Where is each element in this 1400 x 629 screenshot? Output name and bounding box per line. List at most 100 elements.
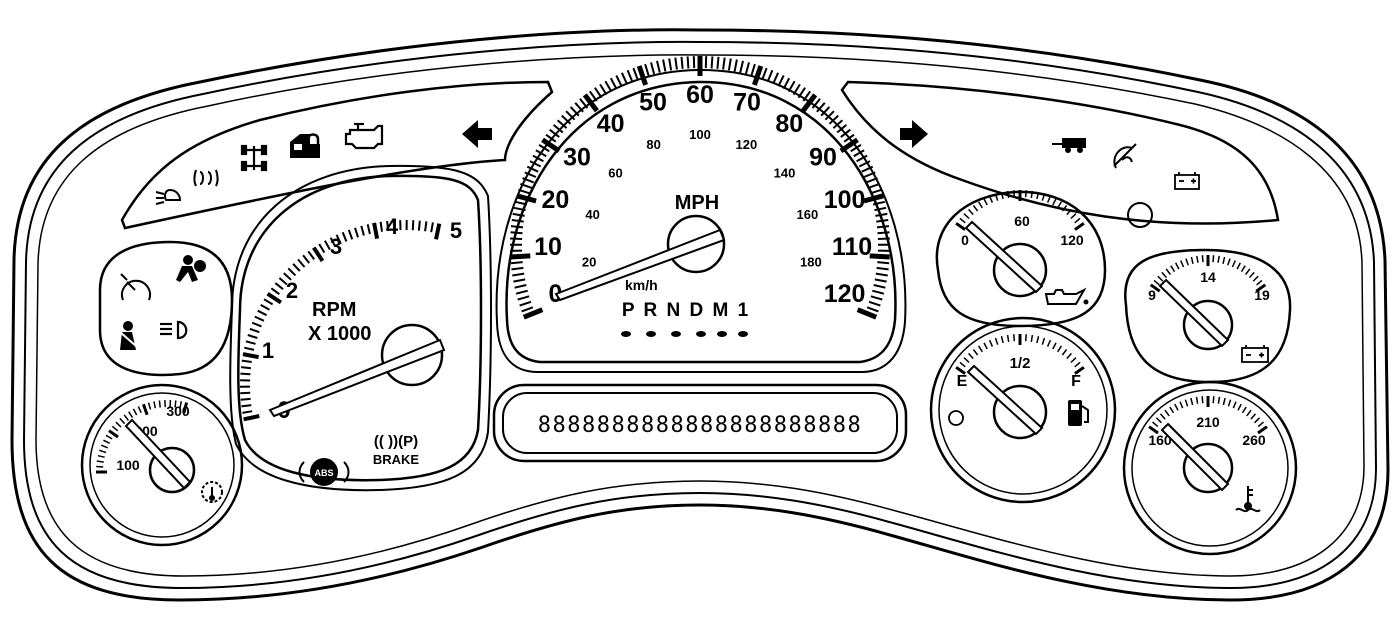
major-tick [1075, 223, 1084, 229]
speedo-unit-mph: MPH [675, 192, 719, 214]
minor-tick [778, 75, 783, 86]
minor-tick [1197, 397, 1198, 404]
minor-tick [275, 283, 283, 289]
minor-tick [878, 239, 890, 240]
minor-tick [877, 226, 889, 227]
major-tick [244, 416, 260, 419]
oil-pressure-gauge: 0 60 120 [956, 190, 1087, 304]
minor-tick [1014, 190, 1015, 197]
minor-tick [355, 228, 358, 238]
minor-tick [964, 358, 969, 363]
minor-tick [762, 68, 766, 79]
speedo-unit-kmh: km/h [625, 277, 658, 293]
minor-tick [1242, 266, 1246, 272]
minor-tick [250, 329, 259, 332]
minor-tick [784, 78, 790, 89]
coolant-temp-icon [1236, 486, 1260, 511]
minor-tick [343, 232, 347, 241]
minor-tick [308, 251, 314, 259]
minor-tick [611, 78, 617, 89]
brake-warning-label: BRAKE [373, 452, 420, 467]
minor-tick [1243, 407, 1247, 413]
minor-tick [595, 88, 602, 98]
minor-tick [255, 317, 264, 321]
minor-tick [518, 296, 530, 299]
minor-tick [513, 279, 525, 281]
speedometer: 0102030405060708090100110120 20406080100… [510, 56, 890, 337]
trans-temp-label-300: 300 [166, 403, 190, 419]
minor-tick [303, 255, 309, 263]
minor-tick [1191, 257, 1193, 264]
major-tick [374, 223, 377, 239]
minor-tick [101, 445, 108, 448]
minor-tick [512, 274, 524, 276]
minor-tick [773, 73, 778, 84]
minor-tick [511, 262, 523, 263]
minor-tick [622, 73, 627, 84]
minor-tick [240, 393, 250, 394]
minor-tick [996, 338, 998, 345]
speedo-kmh-label-160: 160 [797, 207, 819, 222]
minor-tick [866, 178, 877, 182]
minor-tick [1002, 336, 1004, 343]
minor-tick [979, 202, 983, 208]
minor-tick [869, 302, 880, 306]
speedo-mph-label-90: 90 [809, 144, 837, 172]
minor-tick [520, 302, 531, 306]
minor-tick [1202, 396, 1203, 403]
minor-tick [1062, 349, 1066, 355]
minor-tick [1162, 272, 1167, 277]
minor-tick [1031, 335, 1032, 342]
fuel-gauge: E 1/2 F [949, 334, 1088, 438]
minor-tick [1053, 343, 1056, 349]
minor-tick [240, 374, 250, 375]
minor-tick [120, 418, 125, 423]
minor-tick [319, 244, 324, 253]
minor-tick [1253, 276, 1258, 281]
minor-tick [246, 341, 256, 344]
minor-tick [1181, 261, 1184, 268]
minor-tick [973, 349, 977, 355]
headlamp-icon [156, 190, 180, 204]
minor-tick [1067, 353, 1072, 358]
minor-tick [154, 401, 155, 408]
major-tick [243, 354, 259, 357]
minor-tick [875, 214, 887, 216]
minor-tick [1247, 410, 1251, 416]
right-turn-signal-icon [900, 120, 928, 148]
speedo-kmh-label-180: 180 [800, 255, 822, 270]
minor-tick [97, 461, 104, 462]
minor-tick [1071, 358, 1076, 363]
minor-tick [1180, 402, 1183, 408]
minor-tick [990, 340, 993, 346]
minor-tick [511, 268, 523, 270]
minor-tick [1186, 259, 1188, 266]
minor-tick [522, 307, 533, 311]
minor-tick [960, 218, 965, 223]
major-tick [143, 404, 147, 414]
speedo-kmh-label-100: 100 [689, 127, 711, 142]
minor-tick [271, 288, 279, 294]
minor-tick [1250, 272, 1255, 277]
minor-tick [1233, 402, 1236, 408]
tach-label-2: 2 [286, 278, 298, 303]
minor-tick [1154, 280, 1159, 285]
gear-indicator-dots [621, 331, 748, 337]
minor-tick [651, 62, 654, 74]
speedo-mph-label-50: 50 [639, 88, 667, 116]
minor-tick [1166, 269, 1170, 275]
speedo-mph-label-120: 120 [824, 280, 866, 308]
brake-symbol: (( ))(P) [374, 433, 418, 450]
minor-tick [129, 412, 133, 418]
fog-lamp-icon [195, 170, 218, 186]
speedo-kmh-label-60: 60 [608, 166, 622, 181]
minor-tick [616, 75, 621, 86]
minor-tick [1251, 414, 1256, 419]
minor-tick [264, 299, 273, 304]
minor-tick [878, 232, 890, 233]
minor-tick [874, 285, 886, 288]
minor-tick [510, 239, 522, 240]
minor-tick [1185, 400, 1187, 407]
minor-tick [1053, 199, 1056, 205]
transmission-temp-icon [202, 482, 222, 502]
